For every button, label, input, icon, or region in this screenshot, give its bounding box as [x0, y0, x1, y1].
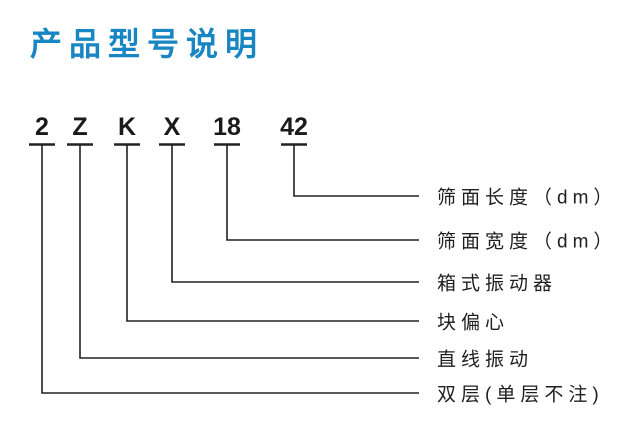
- model-code-part: Z: [72, 113, 88, 141]
- connector-line: [226, 144, 419, 241]
- connector-line: [126, 144, 419, 322]
- model-code-part: 18: [213, 113, 241, 141]
- model-code-part: K: [117, 113, 137, 141]
- model-code-part: X: [163, 113, 181, 141]
- model-code-part: 2: [35, 113, 49, 141]
- code-meaning-label: 双层(单层不注): [437, 384, 604, 406]
- code-meaning-label: 筛面长度（dm）: [437, 187, 618, 209]
- code-meaning-label: 筛面宽度（dm）: [437, 231, 618, 253]
- page-title: 产品型号说明: [30, 26, 265, 62]
- code-meaning-label: 块偏心: [437, 312, 510, 334]
- connector-line: [293, 144, 419, 197]
- connector-line: [41, 144, 419, 394]
- connector-line: [79, 144, 419, 359]
- connector-line: [171, 144, 419, 283]
- code-meaning-label: 直线振动: [437, 349, 534, 371]
- model-code-part: 42: [280, 113, 308, 141]
- code-meaning-label: 箱式振动器: [437, 273, 558, 295]
